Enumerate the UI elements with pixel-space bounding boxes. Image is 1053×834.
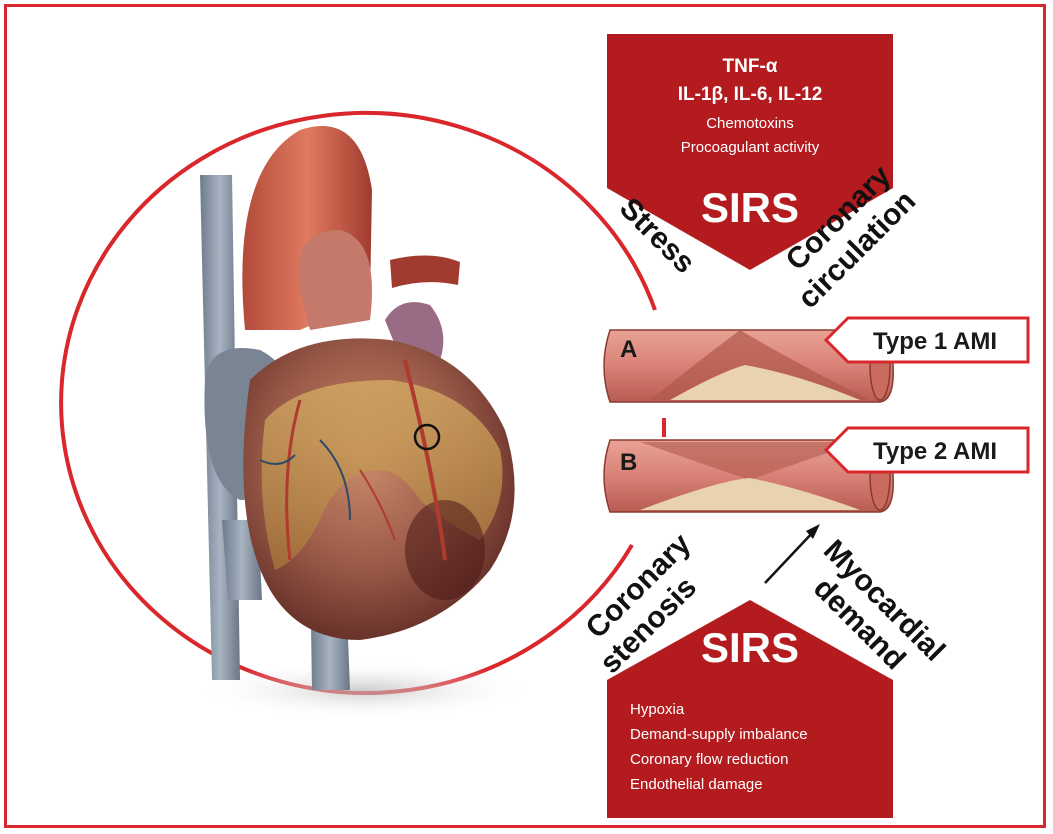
bottom-sirs-label: SIRS bbox=[701, 624, 799, 671]
bottom-list-item: Endothelial damage bbox=[630, 776, 763, 793]
bottom-list-item: Hypoxia bbox=[630, 701, 685, 718]
bottom-list-item: Demand-supply imbalance bbox=[630, 726, 808, 743]
type2-ami-label: Type 2 AMI bbox=[873, 438, 997, 465]
top-sirs-label: SIRS bbox=[701, 184, 799, 231]
interleukins-label: IL-1β, IL-6, IL-12 bbox=[678, 84, 823, 105]
vessel-a-letter: A bbox=[620, 336, 637, 363]
vessel-b-letter: B bbox=[620, 449, 637, 476]
heart-illustration bbox=[200, 126, 515, 690]
heart-shadow bbox=[195, 660, 535, 720]
type1-ami-label: Type 1 AMI bbox=[873, 328, 997, 355]
tnf-alpha-label: TNF-α bbox=[723, 56, 778, 77]
chemotoxins-label: Chemotoxins bbox=[706, 115, 794, 132]
demand-arrow bbox=[765, 530, 815, 583]
procoagulant-label: Procoagulant activity bbox=[681, 139, 820, 156]
bottom-list-item: Coronary flow reduction bbox=[630, 751, 788, 768]
